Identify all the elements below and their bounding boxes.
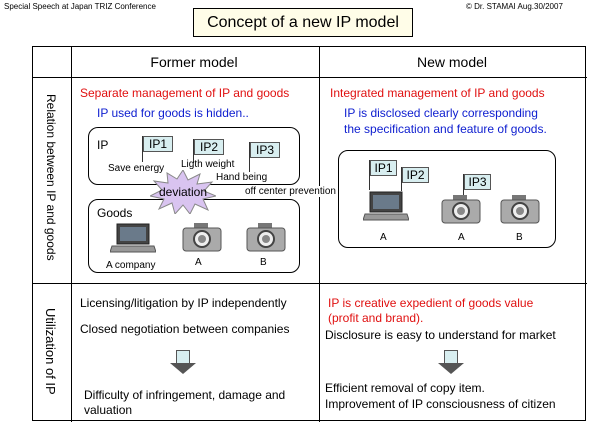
laptop-icon [110, 223, 156, 253]
hand-being-label: Hand being [216, 172, 268, 183]
new-util-result-1: Efficient removal of copy item. [325, 381, 485, 395]
arrow-down-icon [176, 350, 190, 364]
ip-label: IP [97, 138, 109, 152]
new-util-red-1: IP is creative expedient of goods value [328, 296, 534, 310]
new-a-label-2: A [458, 232, 465, 243]
flag-pole [369, 160, 370, 190]
arrow-down-head [170, 363, 196, 374]
new-util-result-2: Improvement of IP consciousness of citiz… [325, 397, 556, 411]
header-right: © Dr. STAMAI Aug.30/2007 [466, 2, 563, 11]
ip3-flag-new: IP3 [464, 174, 491, 190]
save-energy-label: Save energy [108, 163, 165, 174]
row-header-divider [71, 47, 72, 422]
ip2-flag-new: IP2 [402, 167, 429, 183]
deviation-burst-icon [150, 170, 216, 214]
comparison-table [32, 46, 587, 422]
former-util-line-1: Licensing/litigation by IP independently [80, 296, 287, 310]
flag-pole [401, 167, 402, 191]
ip2-flag: IP2 [194, 139, 224, 155]
column-header-former: Former model [150, 54, 238, 70]
off-center-label: off center prevention [245, 186, 336, 197]
former-util-result-2: valuation [84, 403, 133, 417]
laptop-icon [363, 191, 409, 221]
light-weight-label: Ligth weight [181, 159, 235, 170]
flag-pole [193, 139, 194, 163]
camera-icon [246, 223, 286, 252]
goods-label: Goods [97, 206, 133, 220]
column-header-new: New model [416, 54, 488, 70]
page-title: Concept of a new IP model [193, 8, 413, 37]
flag-pole [142, 136, 143, 162]
goods-a-label: A [195, 257, 202, 268]
ip3-flag: IP3 [250, 142, 280, 158]
new-b-label: B [516, 232, 523, 243]
new-relation-red: Integrated management of IP and goods [330, 86, 545, 100]
flag-pole [463, 174, 464, 200]
goods-b-label: B [260, 257, 267, 268]
ip1-flag-new: IP1 [370, 160, 397, 176]
column-divider [319, 47, 320, 422]
new-a-label-1: A [380, 232, 387, 243]
deviation-label: deviation [158, 185, 208, 199]
arrow-down-icon [444, 350, 458, 364]
former-relation-blue: IP used for goods is hidden.. [97, 106, 249, 120]
camera-icon [441, 195, 481, 224]
new-relation-blue-2: the specification and feature of goods. [344, 122, 547, 136]
row-header-relation: Relation between IP and goods [44, 94, 58, 261]
header-divider [33, 77, 587, 78]
camera-icon [500, 195, 540, 224]
ip1-flag: IP1 [143, 136, 173, 152]
new-util-line: Disclosure is easy to understand for mar… [325, 328, 556, 342]
new-util-red-2: (profit and brand). [328, 311, 424, 325]
former-relation-red: Separate management of IP and goods [80, 86, 290, 100]
row-header-utilization: Utilization of IP [43, 308, 58, 395]
camera-icon [182, 223, 222, 252]
a-company-label: A company [106, 260, 156, 271]
new-relation-blue-1: IP is disclosed clearly corresponding [344, 106, 538, 120]
row-divider [33, 283, 587, 284]
former-util-line-2: Closed negotiation between companies [80, 322, 290, 336]
header-left: Special Speech at Japan TRIZ Conference [4, 2, 156, 11]
former-util-result-1: Difficulty of infringement, damage and [84, 388, 286, 402]
flag-pole [249, 142, 250, 172]
arrow-down-head [438, 363, 464, 374]
